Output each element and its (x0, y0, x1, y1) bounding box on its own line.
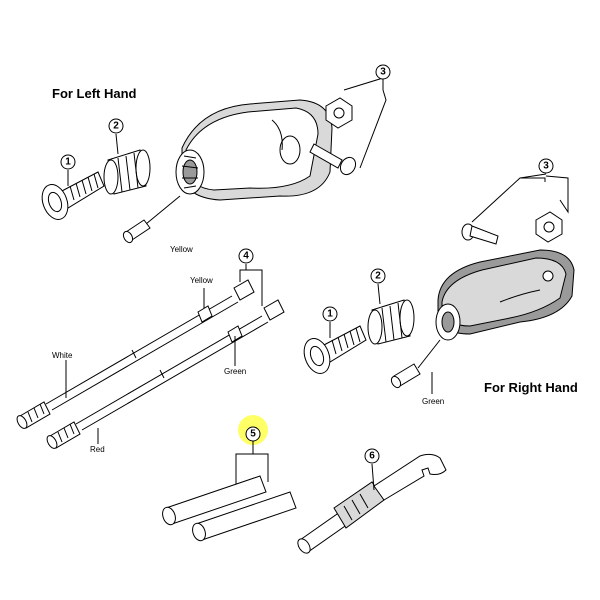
wire-4-red-label: Red (90, 445, 105, 454)
left-hand-heading: For Left Hand (52, 86, 137, 101)
left-end-plug (41, 171, 105, 220)
electric-wire-green-red (46, 299, 285, 449)
callout-3-right-label: 3 (543, 161, 549, 172)
tube-lower (192, 491, 297, 542)
callout-2-right-label: 2 (375, 271, 381, 282)
callout-1-right (322, 306, 338, 322)
callout-1-right-label: 1 (327, 309, 333, 320)
wire-tool (297, 453, 447, 554)
left-expander (103, 149, 151, 195)
callout-2-left-label: 2 (113, 121, 119, 132)
right-green-wire (390, 339, 441, 389)
left-shifter-body (175, 99, 333, 201)
callout-1-left-label: 1 (65, 157, 71, 168)
right-expander (367, 299, 415, 345)
tube-upper (162, 475, 267, 526)
left-nut (325, 97, 353, 129)
callout-3-right (538, 158, 554, 174)
callout-3-left (375, 64, 391, 80)
callout-5-highlight: 5 (238, 415, 268, 445)
callout-2-right (370, 268, 386, 284)
right-end-plug (303, 325, 367, 374)
callout-4-label: 4 (243, 251, 249, 262)
callout-2-left (108, 118, 124, 134)
wire-4-green-label: Green (224, 367, 246, 376)
left-yellow-wire (122, 195, 181, 244)
electric-wire-yellow-white (16, 279, 255, 429)
right-nut (535, 211, 563, 243)
right-hand-heading: For Right Hand (484, 380, 578, 395)
right-wire-label: Green (422, 397, 444, 406)
left-wire-label: Yellow (170, 245, 193, 254)
callout-6-label: 6 (369, 451, 375, 462)
callout-4 (238, 248, 254, 264)
left-bolt (309, 143, 357, 176)
callout-3-left-label: 3 (380, 67, 386, 78)
right-shifter-body (435, 249, 575, 341)
wire-4-white-label: White (52, 351, 73, 360)
callout-6 (364, 448, 380, 464)
callout-5-label: 5 (250, 429, 256, 440)
callout-1-left (60, 154, 76, 170)
right-bolt (461, 223, 499, 245)
wire-4-yellow-label: Yellow (190, 276, 213, 285)
